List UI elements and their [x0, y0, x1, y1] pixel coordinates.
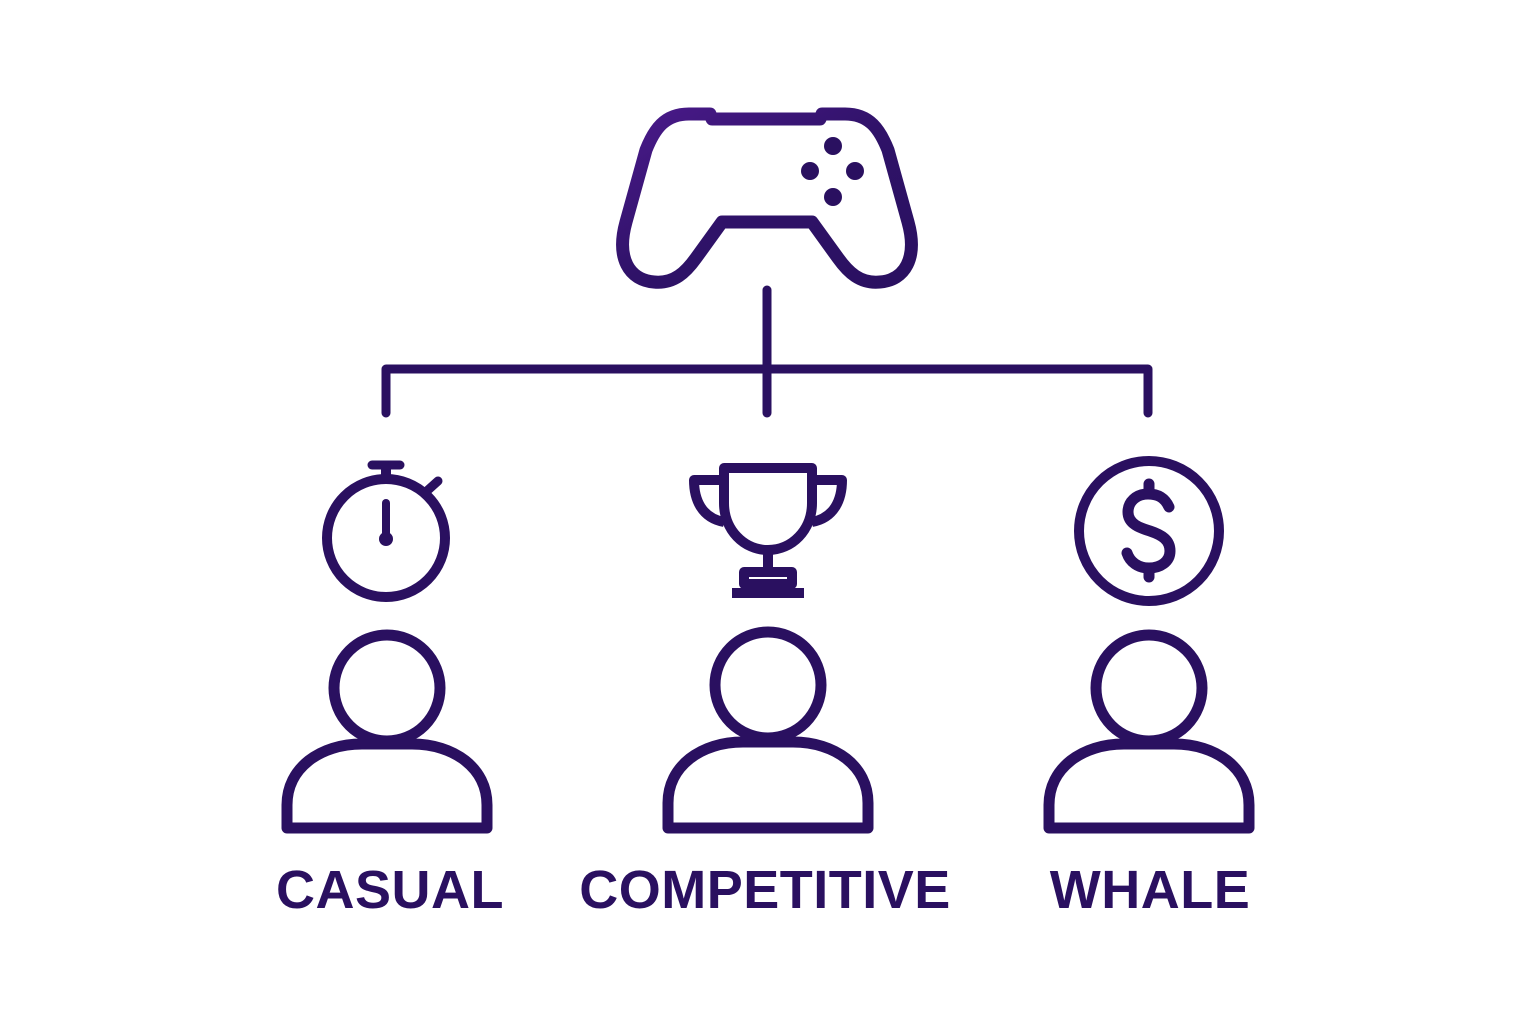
- user-icon-whale: [1043, 629, 1255, 834]
- tree-connectors: [381, 285, 1153, 418]
- stopwatch-hand-pivot: [379, 532, 393, 546]
- dollar-coin-icon: [1074, 456, 1224, 606]
- stopwatch-icon: [322, 460, 450, 602]
- segment-label-competitive: COMPETITIVE: [579, 860, 951, 920]
- user-icon-competitive: [662, 626, 874, 834]
- controller-buttons: [801, 137, 864, 206]
- game-controller-icon: [616, 107, 918, 289]
- segment-label-whale: WHALE: [1049, 860, 1251, 920]
- user-icon-casual: [281, 629, 493, 834]
- segment-label-casual: CASUAL: [276, 860, 504, 920]
- trophy-icon: [689, 463, 847, 598]
